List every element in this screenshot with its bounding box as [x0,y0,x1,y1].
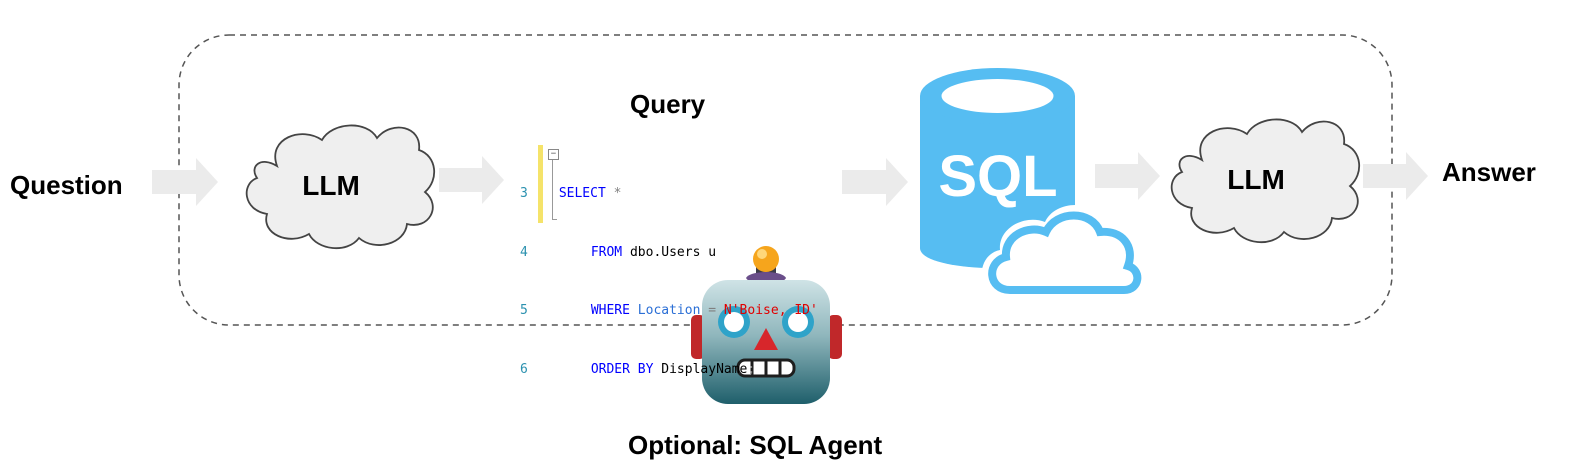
llm-label-left: LLM [302,170,360,201]
fold-line [552,160,553,220]
arrow-llm-to-query [439,156,504,204]
answer-label: Answer [1442,157,1536,187]
sql-label: SQL [938,144,1057,209]
arrow-question-to-llm [152,158,218,206]
fold-end [552,219,557,220]
cloud-icon [981,205,1146,296]
arrow-db-to-llm [1095,152,1160,200]
agent-label: Optional: SQL Agent [628,430,883,460]
sql-database-icon: SQL [920,68,1146,296]
change-gutter [538,145,543,223]
query-label: Query [630,89,706,119]
question-label: Question [10,170,123,200]
llm-cloud-left: LLM [245,124,435,250]
llm-cloud-right: LLM [1170,118,1360,244]
collapse-icon[interactable]: − [548,149,559,160]
robot-icon [691,246,842,404]
arrow-query-to-db [842,158,908,206]
arrow-llm-to-answer [1363,152,1428,200]
llm-label-right: LLM [1227,164,1285,195]
